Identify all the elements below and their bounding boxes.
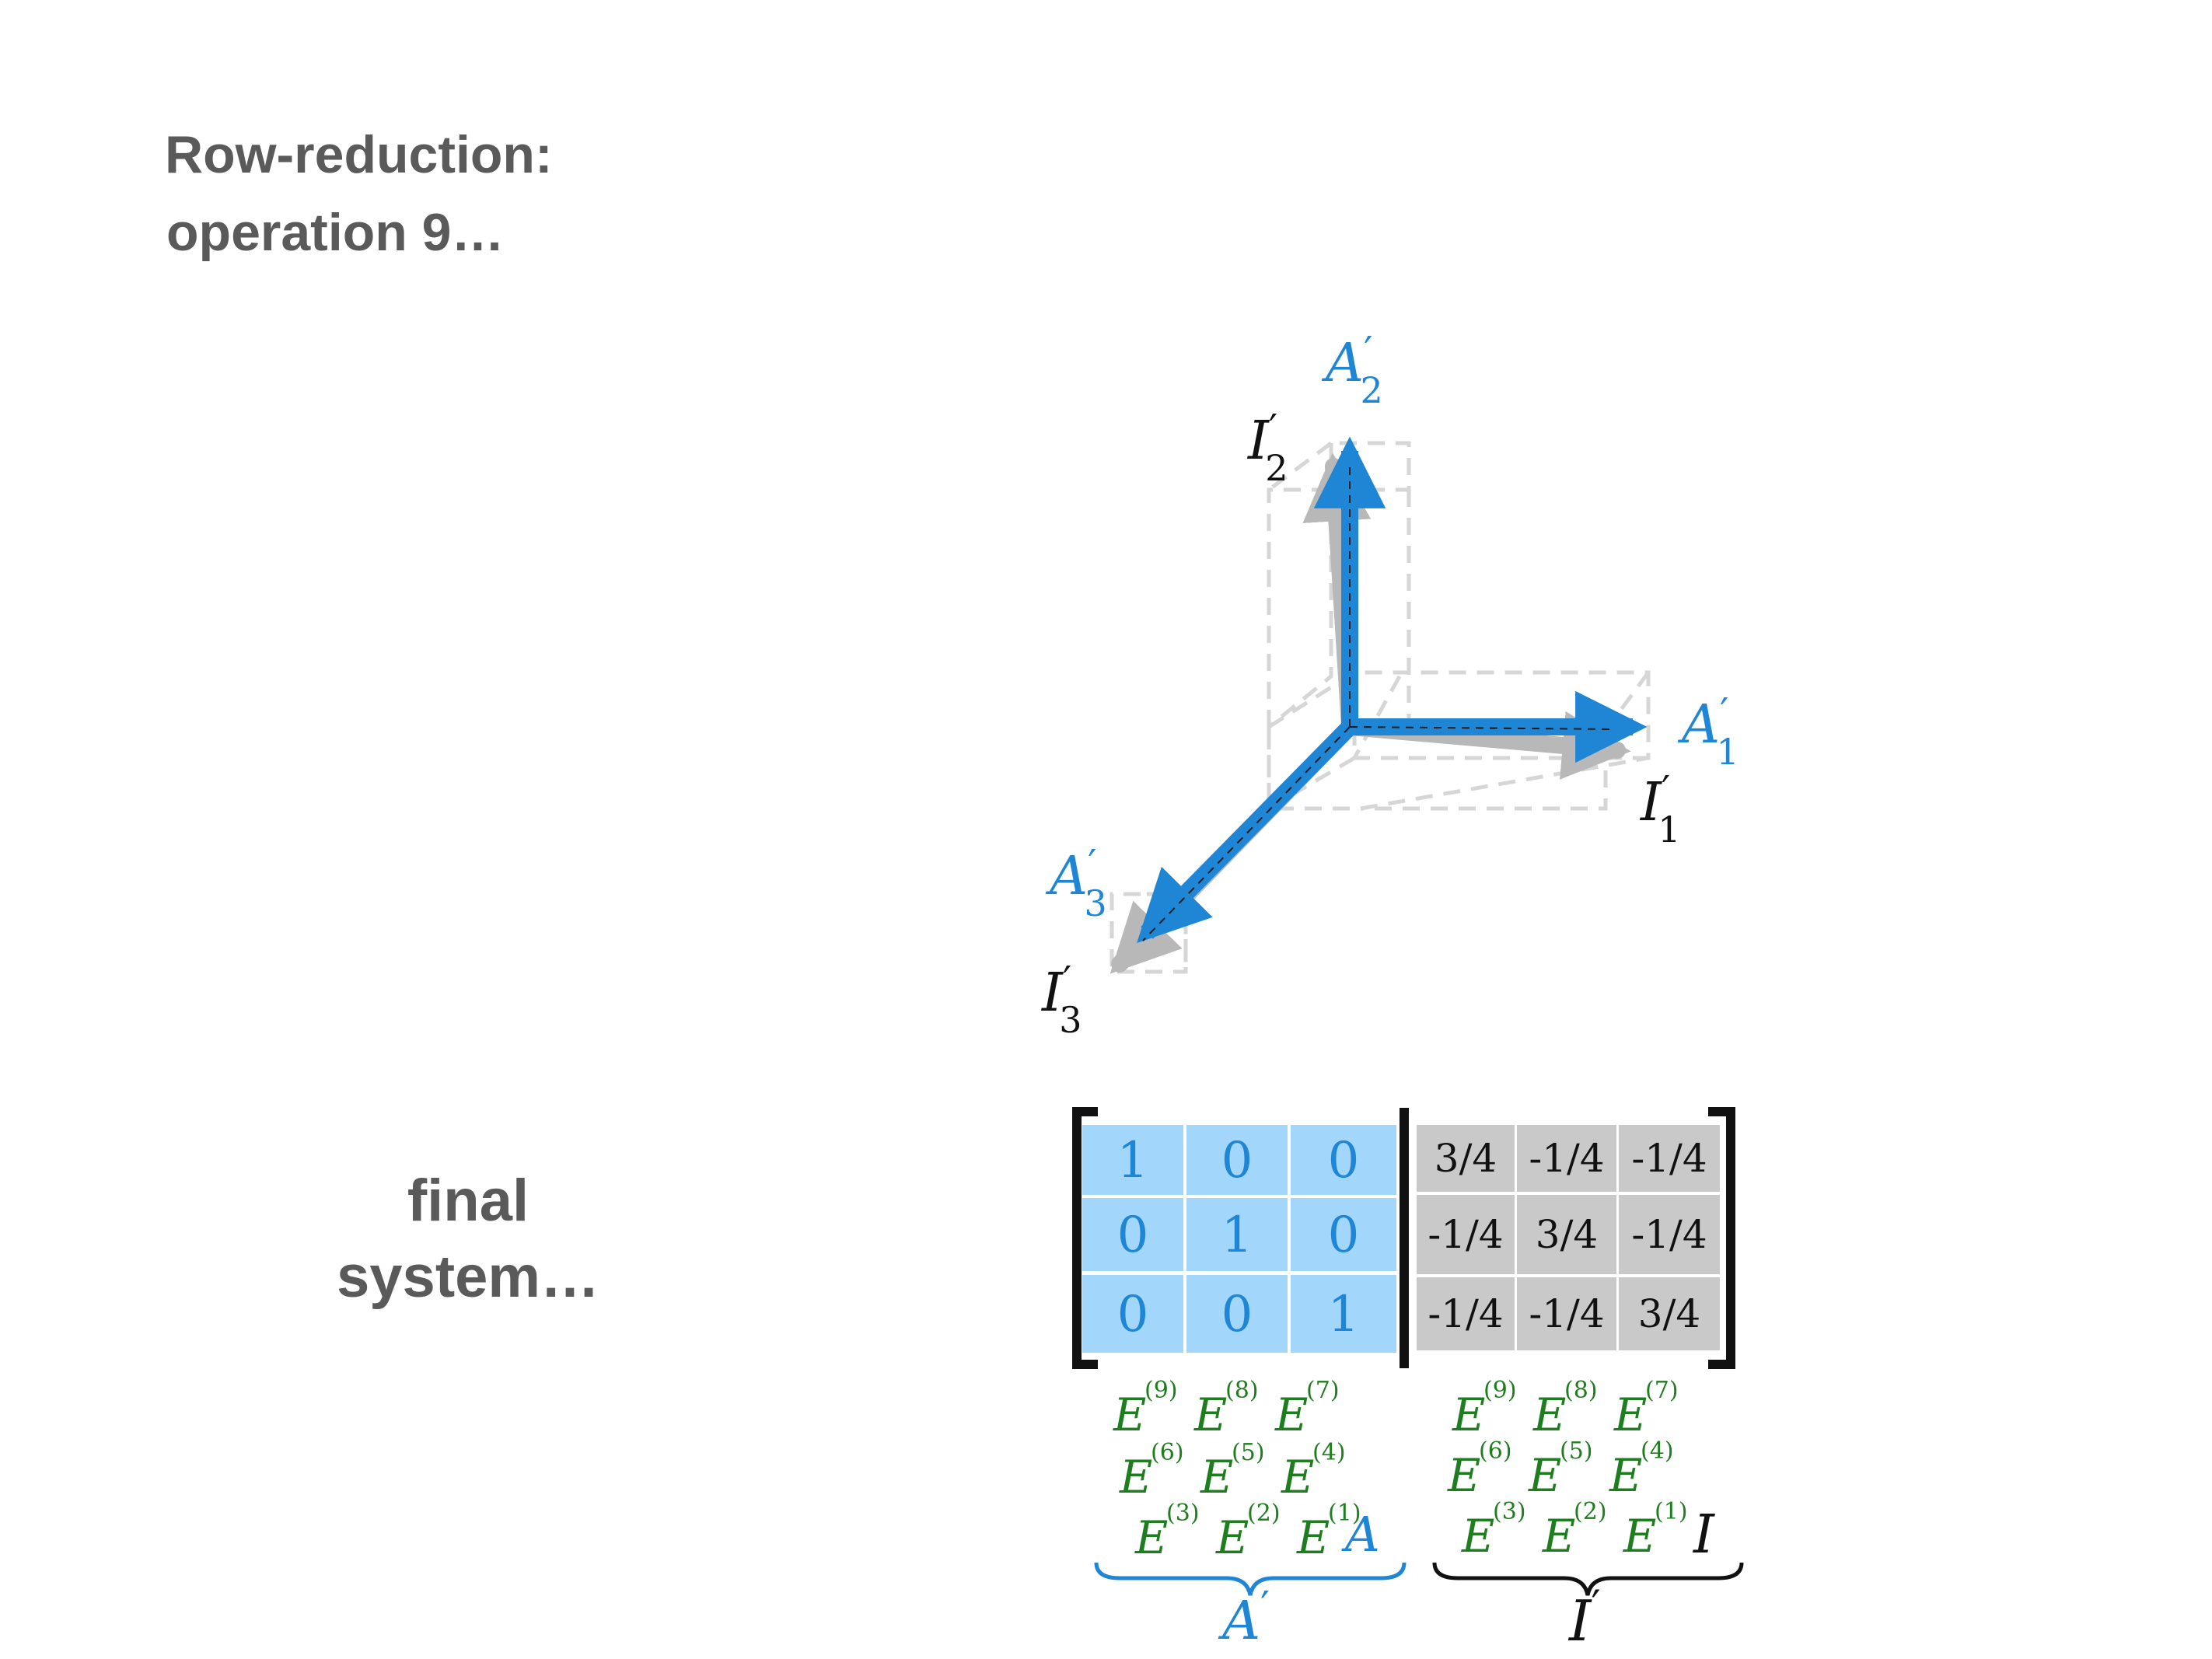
elementary-matrix-symbol: E	[1623, 1510, 1656, 1563]
elimination-products: E(9)E(8)E(7)E(6)E(5)E(4)E(3)E(2)E(1) E(9…	[1094, 1377, 1744, 1654]
coefficient-value: 0	[1117, 1207, 1149, 1264]
elementary-matrix-superscript: (1)	[1328, 1500, 1361, 1527]
coefficient-value: 0	[1117, 1286, 1149, 1343]
elementary-matrix-symbol: E	[1193, 1388, 1227, 1441]
left-products: E(9)E(8)E(7)E(6)E(5)E(4)E(3)E(2)E(1)	[1113, 1377, 1361, 1564]
elementary-matrix-symbol: E	[1613, 1388, 1647, 1441]
elementary-matrix-superscript: (9)	[1144, 1377, 1178, 1404]
inverse-cell	[1619, 1277, 1720, 1350]
right-brace-label: I′	[1567, 1581, 1601, 1654]
coefficient-cell	[1291, 1125, 1396, 1195]
vector-centerlines	[1142, 466, 1614, 941]
inverse-value: -1/4	[1631, 1212, 1707, 1257]
coefficient-cell	[1291, 1275, 1396, 1353]
inverse-value: -1/4	[1427, 1212, 1503, 1257]
elementary-matrix-symbol: E	[1542, 1510, 1575, 1563]
elementary-matrix-superscript: (7)	[1306, 1377, 1340, 1404]
elementary-matrix-symbol: E	[1609, 1449, 1642, 1502]
label-I2: I′2	[1246, 406, 1288, 489]
inverse-value: -1/4	[1529, 1136, 1604, 1181]
coefficient-cell	[1186, 1125, 1288, 1195]
elementary-matrix-superscript: (1)	[1655, 1498, 1688, 1525]
inverse-value: 3/4	[1638, 1291, 1700, 1336]
coefficient-cell	[1082, 1198, 1183, 1271]
inverse-value: 3/4	[1536, 1212, 1598, 1257]
elementary-matrix-symbol: E	[1134, 1511, 1168, 1564]
right-bracket	[1708, 1107, 1735, 1369]
label-A3: A′3	[1045, 841, 1107, 924]
left-bracket	[1072, 1107, 1098, 1369]
label-A2: A′2	[1321, 328, 1383, 411]
coefficient-value: 0	[1328, 1207, 1360, 1264]
elementary-matrix-superscript: (2)	[1574, 1498, 1607, 1525]
elementary-matrix-superscript: (8)	[1225, 1377, 1259, 1404]
inverse-value: -1/4	[1631, 1136, 1707, 1181]
slide-title-line1: Row-reduction:	[165, 125, 553, 184]
elementary-matrix-symbol: E	[1528, 1449, 1561, 1502]
vector-diagram: A′2 I′2 A′1 I′1 A′3 I′3	[1040, 328, 1739, 1041]
inverse-value: -1/4	[1529, 1291, 1604, 1336]
label-I1: I′1	[1639, 767, 1681, 850]
elementary-matrix-superscript: (4)	[1312, 1439, 1346, 1466]
coefficient-value: 0	[1221, 1286, 1253, 1343]
coefficient-value: 0	[1328, 1132, 1360, 1189]
elementary-matrix-symbol: E	[1532, 1388, 1566, 1441]
elementary-matrix-superscript: (3)	[1166, 1500, 1200, 1527]
coefficient-block: 1 0 0 0 1 0 0 0 1	[1082, 1125, 1396, 1353]
right-product-tail: I	[1692, 1504, 1715, 1566]
elementary-matrix-superscript: (5)	[1560, 1437, 1593, 1465]
caption-line2: system…	[337, 1244, 599, 1310]
elementary-matrix-superscript: (9)	[1483, 1377, 1517, 1404]
elementary-matrix-symbol: E	[1296, 1511, 1330, 1564]
coefficient-value: 1	[1221, 1207, 1253, 1264]
label-A1: A′1	[1677, 690, 1739, 773]
elementary-matrix-superscript: (6)	[1479, 1437, 1512, 1465]
caption-line1: final	[407, 1168, 529, 1234]
augmented-matrix: 1 0 0 0 1 0 0 0 1 3/4 -1/4 -1/4 -1/4 3/4 -1/4 -1/4 -1/4…	[1072, 1107, 1735, 1369]
inverse-cell	[1417, 1277, 1515, 1350]
elementary-matrix-superscript: (6)	[1151, 1439, 1184, 1466]
elementary-matrix-symbol: E	[1452, 1388, 1485, 1441]
elementary-matrix-superscript: (8)	[1564, 1377, 1598, 1404]
coefficient-cell	[1082, 1275, 1183, 1353]
inverse-value: 3/4	[1434, 1136, 1497, 1181]
inverse-cell	[1619, 1195, 1720, 1274]
elementary-matrix-symbol: E	[1447, 1449, 1480, 1502]
left-brace-label: A′	[1218, 1584, 1270, 1652]
coefficient-cell	[1186, 1275, 1288, 1353]
right-products: E(9)E(8)E(7)E(6)E(5)E(4)E(3)E(2)E(1)	[1447, 1377, 1688, 1563]
inverse-cell	[1417, 1195, 1515, 1274]
inverse-cell	[1517, 1125, 1616, 1192]
elementary-matrix-symbol: E	[1200, 1451, 1233, 1504]
coefficient-value: 1	[1328, 1286, 1360, 1343]
elementary-matrix-symbol: E	[1274, 1388, 1308, 1441]
coefficient-value: 1	[1117, 1132, 1149, 1189]
inverse-cell	[1619, 1125, 1720, 1192]
elementary-matrix-superscript: (7)	[1645, 1377, 1679, 1404]
elementary-matrix-superscript: (2)	[1247, 1500, 1281, 1527]
inverse-cell	[1417, 1125, 1515, 1192]
elementary-matrix-superscript: (3)	[1493, 1498, 1526, 1525]
coefficient-value: 0	[1221, 1132, 1253, 1189]
inverse-value: -1/4	[1427, 1291, 1503, 1336]
label-I3: I′3	[1040, 958, 1082, 1041]
elementary-matrix-symbol: E	[1461, 1510, 1494, 1563]
elementary-matrix-superscript: (4)	[1641, 1437, 1674, 1465]
inverse-cell	[1517, 1277, 1616, 1350]
elementary-matrix-symbol: E	[1113, 1388, 1146, 1441]
elementary-matrix-symbol: E	[1119, 1451, 1152, 1504]
left-product-tail: A	[1341, 1506, 1380, 1563]
right-underbrace	[1432, 1562, 1744, 1596]
coefficient-cell	[1291, 1198, 1396, 1271]
coefficient-cell	[1082, 1125, 1183, 1195]
elementary-matrix-symbol: E	[1281, 1451, 1314, 1504]
left-underbrace	[1094, 1562, 1407, 1596]
inverse-cell	[1517, 1195, 1616, 1274]
slide-title-line2: operation 9…	[166, 203, 505, 262]
inverse-block: 3/4 -1/4 -1/4 -1/4 3/4 -1/4 -1/4 -1/4 3/4	[1417, 1125, 1720, 1350]
coefficient-cell	[1186, 1198, 1288, 1271]
elementary-matrix-symbol: E	[1215, 1511, 1249, 1564]
elementary-matrix-superscript: (5)	[1232, 1439, 1265, 1466]
